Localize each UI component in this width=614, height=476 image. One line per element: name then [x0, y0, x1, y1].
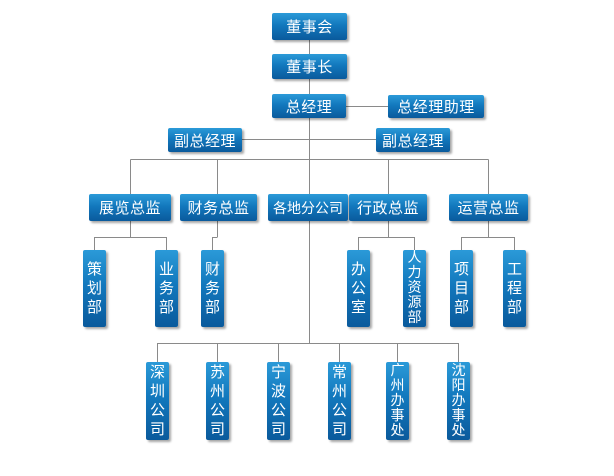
node-general-manager-assistant: 总经理助理: [388, 95, 484, 118]
node-admin-director: 行政总监: [349, 194, 427, 221]
node-office-dept: 办公室: [347, 250, 370, 327]
node-branch-guangzhou: 广州办事处: [386, 362, 409, 440]
node-branch-changzhou: 常州公司: [328, 362, 351, 440]
node-operations-director: 运营总监: [449, 194, 528, 221]
node-finance-director: 财务总监: [180, 194, 257, 221]
node-board: 董事会: [272, 13, 347, 40]
node-branches: 各地分公司: [268, 194, 348, 221]
connector-lines: [94, 40, 515, 362]
node-general-manager: 总经理: [272, 94, 346, 118]
node-business-dept: 业务部: [155, 250, 178, 327]
node-engineering-dept: 工程部: [503, 250, 526, 327]
node-hr-dept: 人力资源部: [403, 250, 426, 327]
node-finance-dept: 财务部: [201, 250, 224, 327]
node-vice-general-manager-left: 副总经理: [168, 128, 242, 152]
node-exhibition-director: 展览总监: [89, 194, 171, 221]
node-planning-dept: 策划部: [83, 250, 106, 327]
node-chairman: 董事长: [272, 54, 347, 79]
node-branch-shenyang: 沈阳办事处: [447, 362, 470, 440]
node-branch-shenzhen: 深圳公司: [146, 362, 169, 440]
node-project-dept: 项目部: [450, 250, 473, 327]
node-vice-general-manager-right: 副总经理: [376, 128, 450, 152]
node-branch-ningbo: 宁波公司: [267, 362, 290, 440]
node-branch-suzhou: 苏州公司: [206, 362, 229, 440]
